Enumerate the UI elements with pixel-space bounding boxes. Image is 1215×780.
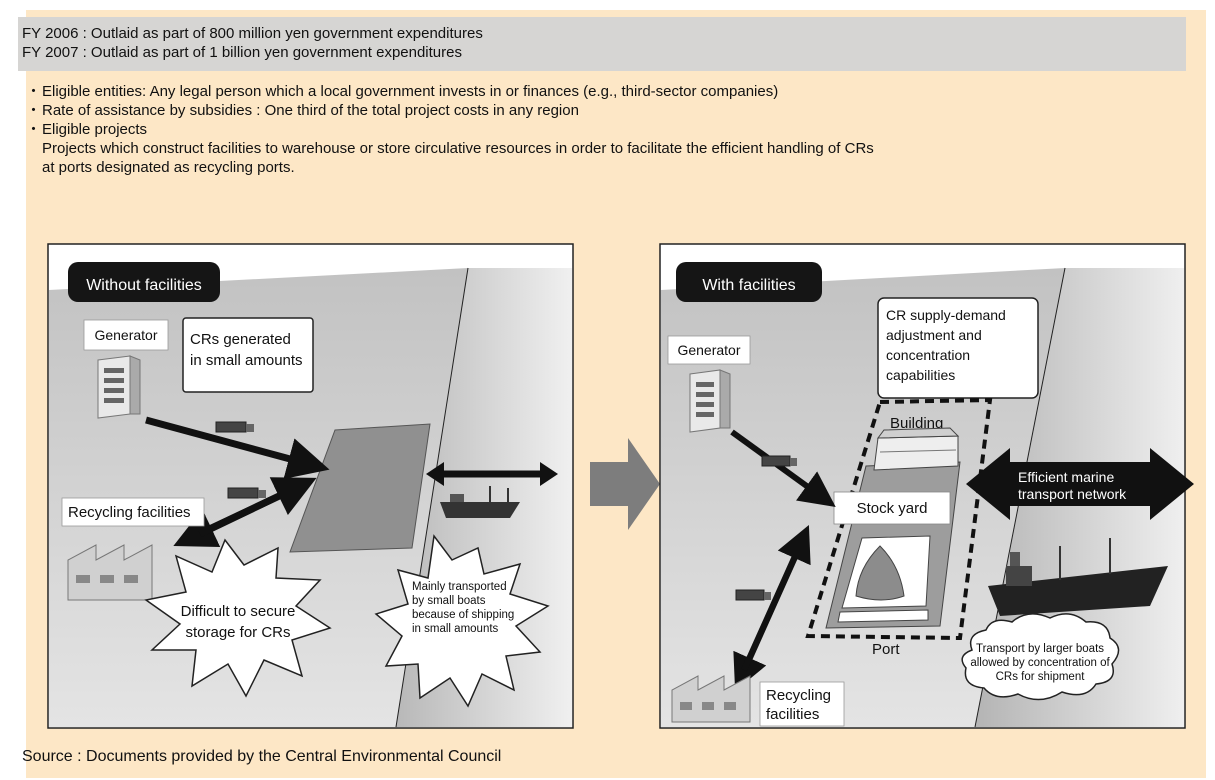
left-arrow-generator-to-area bbox=[145, 416, 330, 479]
left-recycling-label: Recycling facilities bbox=[68, 504, 191, 521]
right-cr-supply-line2: adjustment and bbox=[886, 327, 982, 343]
budget-box: FY 2006 : Outlaid as part of 800 million… bbox=[18, 17, 1186, 71]
right-cr-supply-line1: CR supply-demand bbox=[886, 307, 1006, 323]
right-cr-supply-callout: CR supply-demand adjustment and concentr… bbox=[877, 297, 1039, 399]
left-mainly-line2: by small boats bbox=[412, 595, 486, 607]
bullet-entities: Eligible entities: Any legal person whic… bbox=[26, 82, 1182, 101]
right-arrow-to-port bbox=[741, 525, 811, 672]
projects-description-1: Projects which construct facilities to w… bbox=[42, 140, 874, 157]
right-larger-line1: Transport by larger boats bbox=[976, 643, 1104, 655]
left-generator-building-icon bbox=[97, 355, 141, 419]
right-larger-line3: CRs for shipment bbox=[996, 671, 1086, 683]
left-generator-label-box bbox=[83, 319, 169, 351]
left-difficult-line2: storage for CRs bbox=[185, 624, 290, 641]
right-stock-pile-icon bbox=[837, 535, 931, 623]
bullet-projects-title: Eligible projects bbox=[26, 120, 1182, 139]
right-stock-yard-label: Stock yard bbox=[857, 500, 928, 517]
left-mainly-line4: in small amounts bbox=[412, 623, 499, 635]
budget-fy2006: FY 2006 : Outlaid as part of 800 million… bbox=[22, 25, 483, 42]
left-mainly-line3: because of shipping bbox=[412, 609, 514, 621]
right-truck-icon-1 bbox=[761, 455, 797, 467]
right-generator-label: Generator bbox=[677, 342, 740, 358]
left-crs-line1: CRs generated bbox=[190, 331, 291, 348]
left-factory-icon bbox=[67, 544, 153, 601]
source-note: Source : Documents provided by the Centr… bbox=[22, 748, 502, 765]
right-port-label: Port bbox=[872, 641, 900, 658]
right-larger-boats-cloud: Transport by larger boats allowed by con… bbox=[961, 613, 1120, 701]
right-building-label: Building bbox=[890, 415, 943, 432]
left-recycling-label-box bbox=[61, 497, 205, 527]
right-title: With facilities bbox=[702, 277, 795, 294]
left-arrow-to-area bbox=[198, 477, 317, 538]
right-cr-supply-line3: concentration bbox=[886, 347, 970, 363]
right-recycling-line1: Recycling bbox=[766, 687, 831, 704]
projects-description-2: at ports designated as recycling ports. bbox=[42, 159, 295, 176]
left-crs-callout: CRs generated in small amounts bbox=[182, 317, 314, 393]
budget-fy2007: FY 2007 : Outlaid as part of 1 billion y… bbox=[22, 44, 462, 61]
left-small-boat-icon bbox=[440, 486, 520, 518]
right-title-tab: With facilities bbox=[676, 262, 822, 302]
left-difficult-line1: Difficult to secure bbox=[181, 603, 296, 620]
right-generator-building-icon bbox=[689, 369, 731, 433]
left-generator-label: Generator bbox=[94, 327, 157, 343]
left-panel: Without facilities Generator CRs generat… bbox=[47, 243, 574, 729]
right-efficient-transport-arrow: Efficient marine transport network bbox=[966, 448, 1194, 520]
left-title: Without facilities bbox=[86, 277, 202, 294]
left-title-tab: Without facilities bbox=[68, 262, 220, 302]
bullet-rate: Rate of assistance by subsidies : One th… bbox=[26, 101, 1182, 120]
right-truck-icon-2 bbox=[735, 589, 771, 601]
left-crs-line2: in small amounts bbox=[190, 352, 303, 369]
left-sea-arrowhead-right bbox=[540, 462, 558, 486]
left-mainly-line1: Mainly transported bbox=[412, 581, 507, 593]
right-panel: With facilities Generator CR supply-dema… bbox=[659, 243, 1194, 729]
right-efficient-line1: Efficient marine bbox=[1018, 469, 1114, 485]
right-factory-icon bbox=[671, 675, 751, 723]
left-sea-arrowhead-left bbox=[426, 462, 444, 486]
left-difficult-starburst: Difficult to secure storage for CRs bbox=[144, 538, 332, 698]
eligibility-list: Eligible entities: Any legal person whic… bbox=[26, 82, 1182, 177]
right-building-icon bbox=[873, 427, 960, 471]
right-stock-yard-label-box bbox=[833, 491, 951, 525]
right-recycling-line2: facilities bbox=[766, 706, 819, 723]
right-recycling-label-box bbox=[759, 681, 845, 727]
left-truck-icon-2 bbox=[227, 487, 266, 499]
right-large-boat-icon bbox=[988, 538, 1168, 616]
right-efficient-line2: transport network bbox=[1018, 486, 1127, 502]
left-truck-icon-1 bbox=[215, 421, 254, 433]
right-port-boundary bbox=[805, 397, 993, 641]
right-generator-label-box bbox=[667, 335, 751, 365]
right-cr-supply-line4: capabilities bbox=[886, 367, 955, 383]
right-larger-line2: allowed by concentration of bbox=[970, 657, 1110, 669]
transition-arrow bbox=[590, 438, 660, 530]
left-mainly-starburst: Mainly transported by small boats becaus… bbox=[374, 534, 550, 708]
